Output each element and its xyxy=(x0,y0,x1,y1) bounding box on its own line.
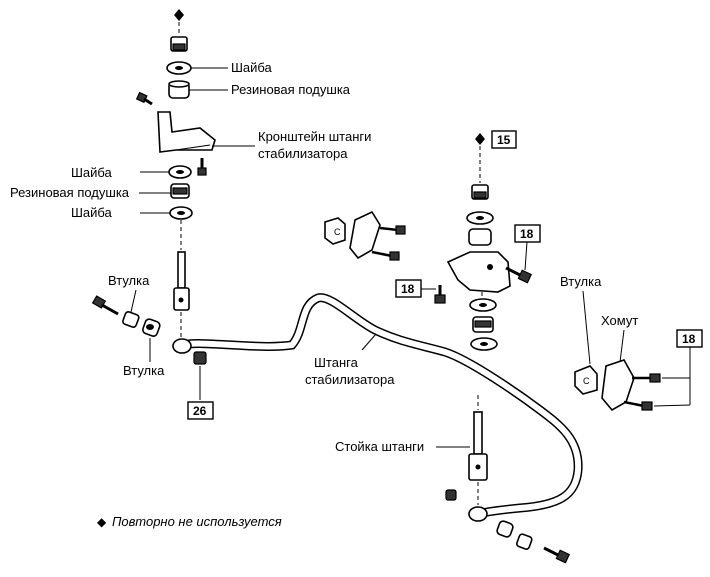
clamp-center: C xyxy=(324,210,406,261)
rubber-cushion-center xyxy=(468,228,492,246)
svg-text:C: C xyxy=(583,376,590,386)
label-rubber-cushion-mid: Резиновая подушка xyxy=(10,185,130,200)
label-bushing-left-bottom: Втулка xyxy=(123,363,165,378)
bolt-bracket xyxy=(197,158,207,176)
label-link: Стойка штанги xyxy=(335,439,424,454)
bolt-small-left xyxy=(135,91,153,106)
torque-values: 15 18 18 18 26 xyxy=(193,133,696,418)
label-stab-bar: Штанга xyxy=(314,355,359,370)
nut-center xyxy=(471,184,489,200)
label-clamp: Хомут xyxy=(601,313,638,328)
stabilizer-bar xyxy=(172,293,583,522)
bushing-left-b xyxy=(142,318,161,337)
reuse-warning-icon-2 xyxy=(475,133,485,145)
left-leaders xyxy=(139,67,255,214)
label-bushing-left-top: Втулка xyxy=(108,273,150,288)
label-washer-mid: Шайба xyxy=(71,165,113,180)
svg-text:C: C xyxy=(334,227,341,237)
stabilizer-link-right xyxy=(436,395,488,505)
bolt-center-left xyxy=(434,285,446,304)
rubber-cushion-center-low xyxy=(472,316,494,333)
bolt-left xyxy=(91,295,119,316)
bushing-right: C xyxy=(574,365,598,395)
bottom-parts xyxy=(445,489,571,564)
nut-link-left xyxy=(193,351,207,365)
torque-15: 15 xyxy=(497,133,511,147)
label-bushing-right: Втулка xyxy=(560,274,602,289)
rubber-cushion-top xyxy=(168,80,190,99)
legend: ◆ Повторно не используется xyxy=(97,514,282,529)
left-bushings xyxy=(91,289,161,362)
nut-top xyxy=(170,36,188,52)
right-parts: C xyxy=(574,290,703,412)
torque-18-b: 18 xyxy=(401,282,415,296)
legend-diamond-icon: ◆ xyxy=(97,515,107,529)
torque-18-c: 18 xyxy=(682,332,696,346)
bolt-bottom xyxy=(543,546,571,564)
torque-18-a: 18 xyxy=(520,227,534,241)
legend-text: Повторно не используется xyxy=(112,514,282,529)
rubber-cushion-mid xyxy=(170,183,190,199)
stabilizer-bracket xyxy=(157,111,216,153)
label-rubber-cushion-top: Резиновая подушка xyxy=(231,82,351,97)
reuse-warning-icon xyxy=(174,9,184,21)
clamp-right xyxy=(601,329,661,412)
label-washer-low: Шайба xyxy=(71,205,113,220)
center-stack xyxy=(395,130,541,351)
bolt-center-right xyxy=(505,266,533,284)
stabilizer-link-left xyxy=(173,251,190,311)
label-bracket: Кронштейн штанги xyxy=(258,129,371,144)
label-washer-top: Шайба xyxy=(231,60,273,75)
label-stab-bar-2: стабилизатора xyxy=(305,372,395,387)
labels: Шайба Резиновая подушка Кронштейн штанги… xyxy=(10,60,638,454)
label-bracket-2: стабилизатора xyxy=(258,146,348,161)
stabilizer-bracket-right xyxy=(446,251,511,293)
torque-26: 26 xyxy=(193,404,207,418)
bushing-left-a xyxy=(122,311,140,328)
